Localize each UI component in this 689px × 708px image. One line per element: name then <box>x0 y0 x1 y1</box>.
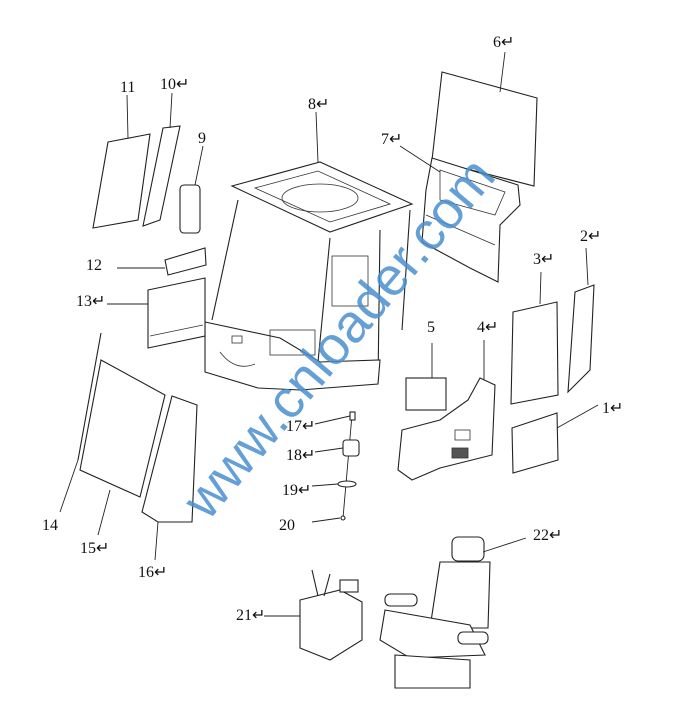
part-22-seat <box>379 536 491 689</box>
callout-9: 9 <box>198 130 206 147</box>
callout-15: 15↵ <box>80 540 109 557</box>
part-5-switch-panel <box>405 377 447 411</box>
part-15-glass <box>79 359 166 498</box>
part-13-door-panel <box>147 277 206 349</box>
callout-4: 4↵ <box>477 319 498 336</box>
part-6-glass <box>431 71 538 187</box>
part-4-console <box>397 377 496 481</box>
part-16-glass <box>141 395 198 523</box>
callout-22: 22↵ <box>533 527 562 544</box>
callout-8: 8↵ <box>308 96 329 113</box>
callout-19: 19↵ <box>282 482 311 499</box>
part-9-lamp <box>179 184 201 234</box>
part-12-bracket <box>164 247 207 276</box>
callout-21: 21↵ <box>236 607 265 624</box>
callout-12: 12 <box>86 257 102 274</box>
part-1-glass <box>511 412 559 474</box>
callout-7: 7↵ <box>381 131 402 148</box>
part-7-rear-panel <box>421 157 521 283</box>
callout-10: 10↵ <box>160 76 189 93</box>
part-2-glass <box>567 284 595 394</box>
parts-17-20-mount <box>337 411 360 521</box>
callout-1: 1↵ <box>602 400 623 417</box>
part-14-seal <box>77 332 102 461</box>
callout-2: 2↵ <box>580 228 601 245</box>
callout-16: 16↵ <box>138 564 167 581</box>
callout-14: 14 <box>42 517 58 534</box>
callout-3: 3↵ <box>533 251 554 268</box>
callout-6: 6↵ <box>493 34 514 51</box>
callout-11: 11 <box>120 79 135 96</box>
part-11-glass <box>92 133 151 229</box>
callout-13: 13↵ <box>76 293 105 310</box>
callout-17: 17↵ <box>286 418 315 435</box>
part-10-glass <box>142 125 181 227</box>
callout-20: 20 <box>279 517 295 534</box>
part-8-cab-frame <box>204 161 414 391</box>
part-3-glass <box>510 301 559 405</box>
part-21-control-box <box>299 569 363 661</box>
callout-5: 5 <box>427 319 435 336</box>
callout-18: 18↵ <box>286 447 315 464</box>
